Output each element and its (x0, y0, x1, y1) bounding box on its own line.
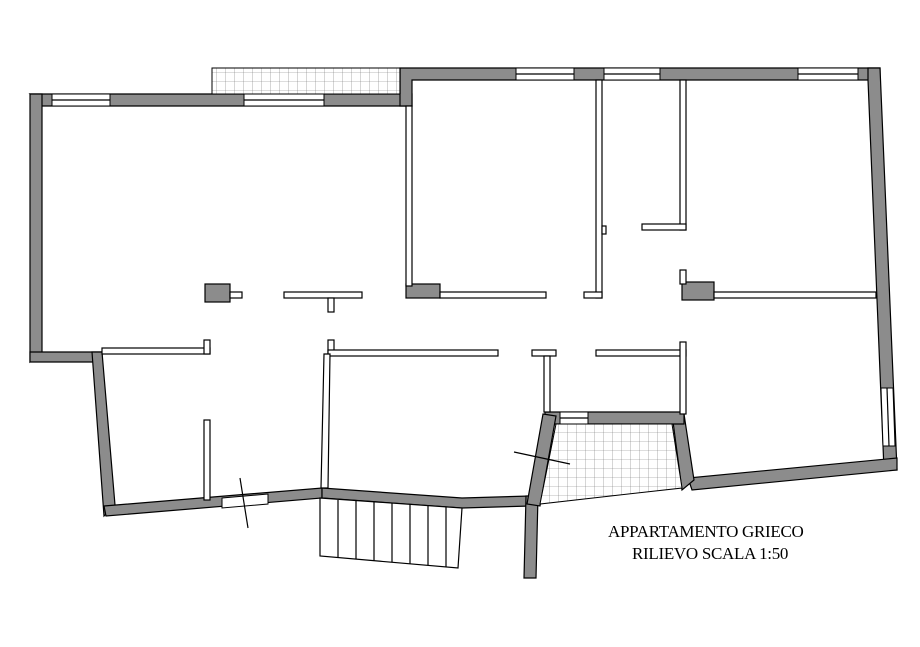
section-lines (239, 451, 571, 529)
plan-subtitle: RILIEVO SCALA 1:50 (632, 544, 789, 563)
windows (51, 67, 896, 509)
stairs (319, 497, 463, 569)
exterior-walls (28, 67, 898, 579)
interior-walls (101, 79, 877, 501)
plan-title: APPARTAMENTO GRIECO (608, 522, 804, 541)
terrace-tiles (539, 423, 683, 505)
balcony-tiles (211, 67, 401, 95)
